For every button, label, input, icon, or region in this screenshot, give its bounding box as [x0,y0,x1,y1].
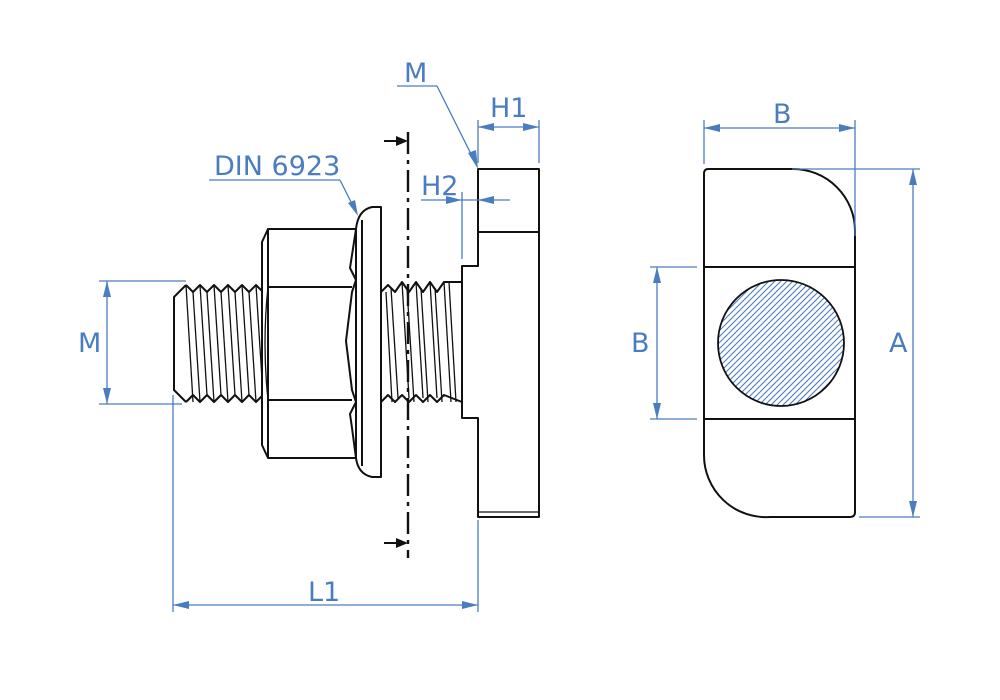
hatch-line [718,280,800,406]
bolt-thread-left [173,284,264,403]
hatch-line [718,280,812,406]
label-h2: H2 [421,171,458,202]
bolt-thread-middle [380,281,463,403]
dim-din-callout [209,179,358,216]
dim-m-thread [99,280,186,405]
label-b-side: B [631,328,650,359]
end-dimensions [650,120,920,518]
hatch-line [782,280,844,406]
hatch-line [770,280,844,406]
bolt-section-circle [717,279,845,407]
side-view [173,132,540,558]
hatch-line [734,280,844,406]
end-view [702,168,856,519]
hatch-line [758,280,844,406]
hatch-line [718,280,806,406]
label-m-thread: M [78,328,101,359]
hatch-line [718,280,824,406]
dim-b-side [650,266,697,420]
label-b-top: B [773,99,792,130]
hatch-line [718,280,830,406]
dim-h1 [477,120,540,163]
label-a: A [889,328,908,359]
hatch-line [836,280,844,406]
hatch-line [718,280,818,406]
hatch-line [746,280,844,406]
label-l1: L1 [308,577,340,608]
dim-b-top [703,120,856,236]
label-h1: H1 [490,93,527,124]
dim-m-callout [397,85,478,169]
label-din-6923: DIN 6923 [214,151,340,182]
flange-nut [261,206,382,478]
hatch-line [764,280,844,406]
t-head [461,168,540,518]
hatch-line [722,280,844,406]
hatch-line [718,280,794,406]
label-m-callout: M [404,58,427,89]
hatch-line [718,280,788,406]
hatch-line [740,280,844,406]
hatch-line [718,280,836,406]
dim-l1 [172,395,479,612]
dim-h2 [421,192,510,259]
hatch-line [776,280,844,406]
hatch-line [718,280,782,406]
section-line [384,132,410,558]
dim-a [792,168,920,518]
hatch-line [728,280,844,406]
side-dimensions [99,85,540,612]
hatch-line [752,280,844,406]
